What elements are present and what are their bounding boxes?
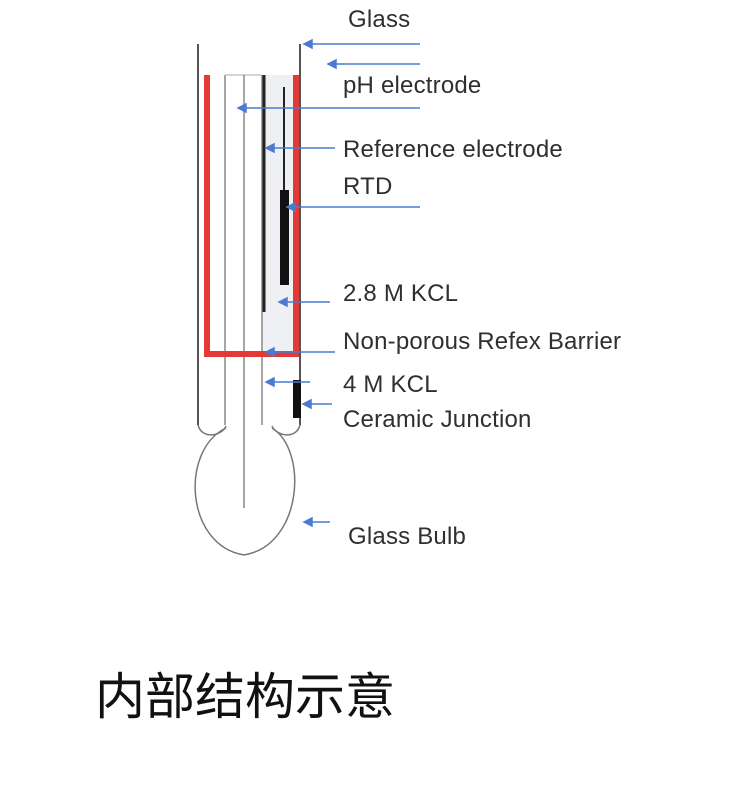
ceramic-junction <box>293 380 301 418</box>
kcl-4-label: 4 M KCL <box>343 371 438 398</box>
diagram-caption: 内部结构示意 <box>95 668 395 726</box>
ph-electrode-label: pH electrode <box>343 72 482 99</box>
pointer-lines <box>236 38 420 528</box>
ceramic-junction-label: Ceramic Junction <box>343 406 532 433</box>
rtd-label: RTD <box>343 173 393 200</box>
kcl-28-label: 2.8 M KCL <box>343 280 459 307</box>
rtd-element <box>280 190 289 285</box>
glass-label: Glass <box>348 6 411 33</box>
glass-bulb <box>194 427 296 556</box>
glass-bulb-label: Glass Bulb <box>348 523 467 550</box>
red-reference-chamber <box>204 75 299 357</box>
outer-glass-shoulder-right <box>271 424 301 436</box>
reference-electrode-label: Reference electrode <box>343 136 563 163</box>
barrier-label: Non-porous Refex Barrier <box>343 328 622 355</box>
